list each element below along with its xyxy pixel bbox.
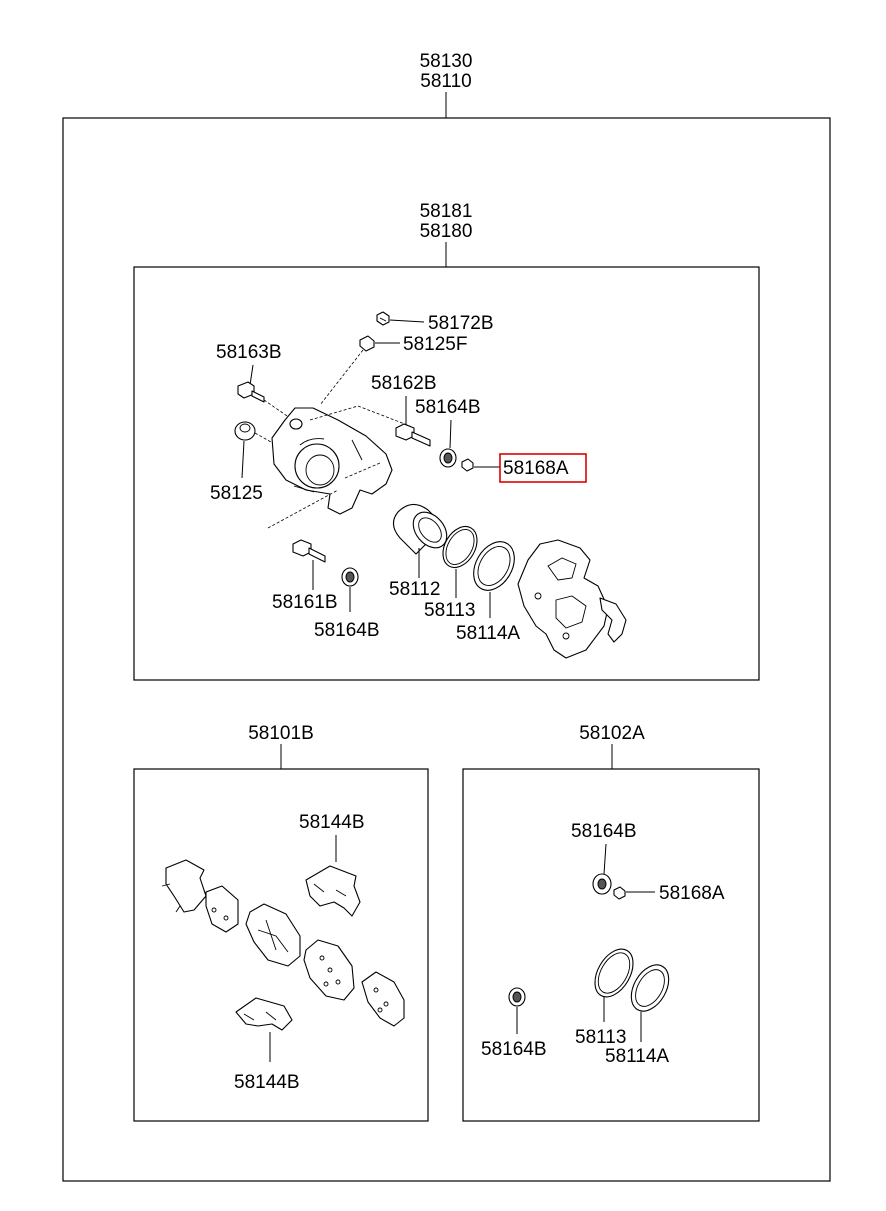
caliper-group-frame: [133, 266, 760, 681]
part-58144B-top[interactable]: 58144B: [299, 812, 365, 833]
guide-pin-bottom-drawing: [267, 489, 339, 563]
part-58164B-kit-top[interactable]: 58164B: [571, 821, 637, 842]
pad-clip-bottom-drawing: [235, 997, 293, 1031]
part-58125[interactable]: 58125: [210, 483, 263, 504]
seal-kit-label[interactable]: 58102A: [579, 723, 645, 744]
part-58113-kit[interactable]: 58113: [575, 1027, 626, 1048]
kit-dust-cap-drawing: [613, 886, 626, 900]
part-58162B[interactable]: 58162B: [371, 373, 437, 394]
guide-bushing-drawing: [234, 421, 279, 447]
kit-piston-boot-drawing: [630, 964, 670, 1012]
caliper-body-drawing: [271, 405, 411, 515]
part-58164B-kit-bottom[interactable]: 58164B: [481, 1039, 547, 1060]
caliper-group-label-top[interactable]: 58181: [420, 201, 473, 222]
brake-pad-inner-drawing: [245, 903, 301, 967]
pad-clip-top-drawing: [305, 865, 361, 917]
outer-frame: [62, 117, 831, 1182]
dust-cap-drawing: [461, 458, 474, 472]
kit-boot-top-drawing: [592, 873, 612, 895]
part-58113[interactable]: 58113: [424, 600, 475, 621]
part-58172B[interactable]: 58172B: [428, 313, 494, 334]
pad-shim-inner-drawing: [361, 971, 405, 1027]
pad-kit-label[interactable]: 58101B: [248, 723, 314, 744]
bleeder-cap-drawing: [376, 311, 390, 326]
assembly-label-bottom[interactable]: 58110: [420, 71, 471, 92]
kit-piston-seal-drawing: [594, 948, 634, 998]
part-58164B-bottom[interactable]: 58164B: [314, 620, 380, 641]
kit-boot-bottom-drawing: [508, 987, 526, 1007]
piston-drawing: [392, 503, 448, 555]
pad-backing-plate-drawing: [205, 885, 239, 933]
pad-shim-outer-drawing: [161, 859, 207, 913]
part-58163B[interactable]: 58163B: [216, 342, 282, 363]
part-58168A-kit[interactable]: 58168A: [659, 883, 725, 904]
assembly-label-top[interactable]: 58130: [420, 51, 473, 72]
pin-boot-top-drawing: [439, 448, 457, 468]
part-58114A[interactable]: 58114A: [456, 623, 520, 644]
highlight-box-58168A: [499, 453, 587, 483]
seal-kit-frame: [462, 768, 760, 1122]
pin-boot-bottom-drawing: [341, 567, 359, 587]
caliper-bracket-drawing: [517, 539, 627, 659]
pad-kit-frame: [133, 768, 429, 1122]
bleeder-screw-drawing: [319, 335, 375, 406]
part-58164B-top[interactable]: 58164B: [415, 397, 481, 418]
guide-pin-top-drawing: [395, 423, 431, 447]
part-58125F[interactable]: 58125F: [403, 334, 467, 355]
piston-seal-drawing: [442, 525, 478, 569]
part-58112[interactable]: 58112: [389, 579, 440, 600]
part-58168A[interactable]: 58168A: [503, 458, 569, 479]
part-58144B-bottom[interactable]: 58144B: [234, 1072, 300, 1093]
part-58161B[interactable]: 58161B: [272, 592, 338, 613]
caliper-bolt-drawing: [237, 381, 291, 419]
brake-pad-outer-drawing: [303, 939, 355, 1001]
caliper-group-label-bottom[interactable]: 58180: [420, 221, 473, 242]
part-58114A-kit[interactable]: 58114A: [605, 1046, 669, 1067]
piston-boot-drawing: [473, 541, 515, 591]
